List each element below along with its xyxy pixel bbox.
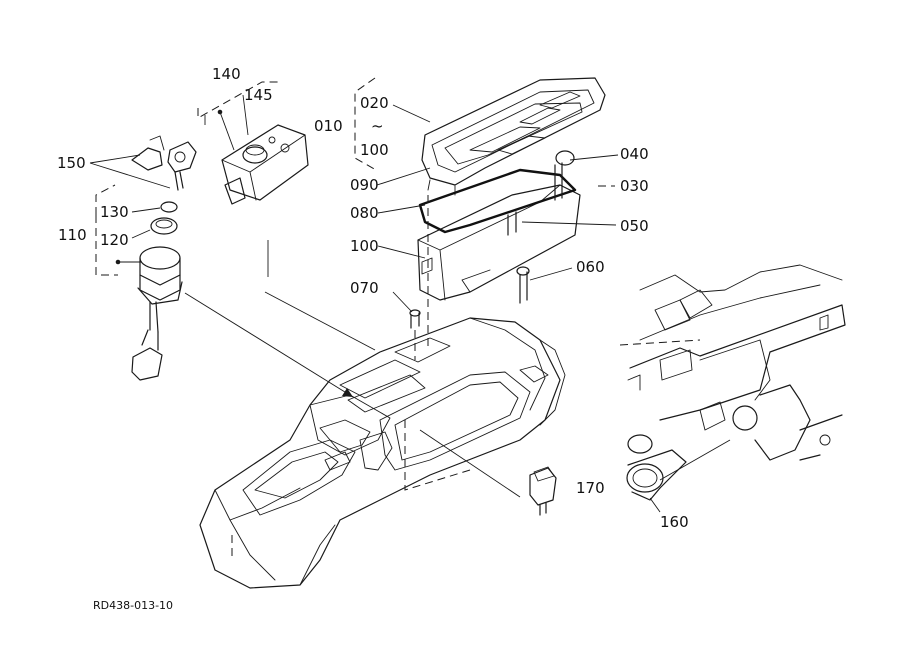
arrow-ignition-head (342, 388, 353, 397)
tractor-frame (619, 264, 846, 461)
label-090: 090 (350, 176, 379, 194)
arrow-line-b (264, 291, 376, 351)
bracket-010 (354, 77, 377, 171)
leader-080 (377, 204, 426, 214)
label-160: 160 (660, 513, 689, 531)
dot-140 (217, 109, 223, 115)
leader-090 (376, 167, 431, 186)
label-140: 140 (212, 65, 241, 83)
label-100-range: 100 (360, 141, 389, 159)
label-020: 020 (360, 94, 389, 112)
label-080: 080 (350, 204, 379, 222)
leader-070 (392, 291, 413, 313)
leader-100 (377, 245, 426, 259)
label-010: 010 (314, 117, 343, 135)
ignition-switch-110 (131, 201, 183, 381)
label-170: 170 (576, 479, 605, 497)
leader-050 (521, 221, 617, 226)
leader-145 (242, 94, 249, 136)
bracket-110-top (95, 184, 116, 215)
label-110: 110 (58, 226, 87, 244)
leader-140 (219, 111, 235, 151)
leader-150 (89, 154, 171, 189)
label-150: 150 (57, 154, 86, 172)
leader-040 (569, 154, 619, 161)
label-070: 070 (350, 279, 379, 297)
label-030: 030 (620, 177, 649, 195)
label-130: 130 (100, 203, 129, 221)
label-050: 050 (620, 217, 649, 235)
keys-150 (131, 135, 197, 191)
bracket-140 (197, 81, 278, 119)
leader-060 (529, 267, 573, 281)
label-120: 120 (100, 231, 129, 249)
leader-130 (131, 207, 161, 213)
leader-120 (131, 229, 151, 239)
arrow-ignition (184, 292, 354, 398)
label-040: 040 (620, 145, 649, 163)
label-145: 145 (244, 86, 273, 104)
leader-020 (392, 104, 431, 123)
leader-160 (649, 497, 661, 513)
meter-case-100 (417, 184, 581, 301)
console-body (199, 317, 566, 589)
screws-040-050-060-070 (409, 150, 575, 329)
lighter-160 (626, 434, 731, 501)
switch-140 (221, 124, 309, 205)
drawing-code: RD438-013-10 (93, 599, 173, 612)
label-100: 100 (350, 237, 379, 255)
gasket-080 (418, 168, 577, 234)
label-060: 060 (576, 258, 605, 276)
socket-170 (419, 429, 557, 516)
bracket-110 (95, 215, 118, 276)
label-tilde: ~ (371, 117, 384, 135)
meter-cover-020 (421, 77, 606, 196)
